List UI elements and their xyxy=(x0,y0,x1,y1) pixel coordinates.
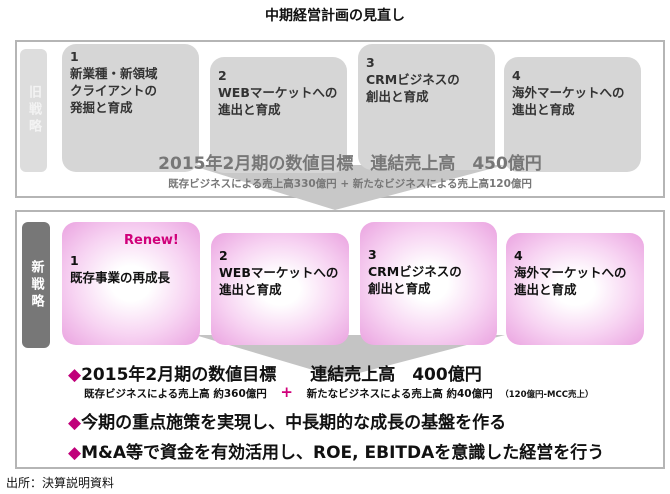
card-number: 3 xyxy=(368,247,377,262)
card-text: CRMビジネスの 創出と育成 xyxy=(368,264,462,296)
new-bullet-2: ◆M&A等で資金を有効活用し、ROE, EBITDAを意識した経営を行う xyxy=(68,438,604,463)
card-text: 新業種・新領域 クライアントの 発掘と育成 xyxy=(70,66,158,115)
card-text: 既存事業の再成長 xyxy=(70,270,171,285)
card-number: 4 xyxy=(514,248,523,263)
card-number: 2 xyxy=(218,68,227,83)
card-text: 海外マーケットへの 進出と育成 xyxy=(512,85,625,117)
plus-sign: + xyxy=(280,383,293,401)
new-target: ◆2015年2月期の数値目標 連結売上高 400億円 xyxy=(68,360,482,385)
card-text: CRMビジネスの 創出と育成 xyxy=(366,72,460,104)
existing-revenue: 既存ビジネスによる売上高 約360億円 xyxy=(84,388,267,400)
bullet-text: 今期の重点施策を実現し、中長期的な成長の基盤を作る xyxy=(81,413,507,433)
new-target-text: 2015年2月期の数値目標 連結売上高 400億円 xyxy=(81,365,482,385)
new-card-4: 4 海外マーケットへの 進出と育成 xyxy=(506,233,644,345)
old-card-4: 4 海外マーケットへの 進出と育成 xyxy=(504,57,641,172)
card-text: WEBマーケットへの 進出と育成 xyxy=(218,85,338,117)
card-number: 3 xyxy=(366,55,375,70)
diamond-bullet-icon: ◆ xyxy=(68,443,82,463)
card-number: 2 xyxy=(219,248,228,263)
old-card-1: 1 新業種・新領域 クライアントの 発掘と育成 xyxy=(62,44,199,172)
card-number: 4 xyxy=(512,68,521,83)
old-breakdown: 既存ビジネスによる売上高330億円 + 新たなビジネスによる売上高120億円 xyxy=(168,178,532,190)
bullet-text: M&A等で資金を有効活用し、ROE, EBITDAを意識した経営を行う xyxy=(81,443,605,463)
page-title: 中期経営計画の見直し xyxy=(265,8,405,24)
card-number: 1 xyxy=(70,253,79,268)
new-card-1: Renew! 1 既存事業の再成長 xyxy=(62,222,200,345)
card-text: WEBマーケットへの 進出と育成 xyxy=(219,265,339,297)
new-revenue: 新たなビジネスによる売上高 約40億円 xyxy=(306,388,493,400)
new-strategy-label: 新戦略 xyxy=(22,222,50,348)
renew-label: Renew! xyxy=(124,233,179,248)
breakdown-note: （120億円-MCC売上） xyxy=(500,390,594,400)
card-number: 1 xyxy=(70,49,79,64)
source-note: 出所：決算説明資料 xyxy=(6,476,115,490)
new-bullet-1: ◆今期の重点施策を実現し、中長期的な成長の基盤を作る xyxy=(68,408,506,433)
diamond-bullet-icon: ◆ xyxy=(68,413,82,433)
card-text: 海外マーケットへの 進出と育成 xyxy=(514,265,627,297)
old-strategy-label: 旧戦略 xyxy=(20,49,47,172)
old-target: 2015年2月期の数値目標 連結売上高 450億円 xyxy=(158,154,542,174)
diamond-bullet-icon: ◆ xyxy=(68,365,82,385)
new-breakdown: 既存ビジネスによる売上高 約360億円 + 新たなビジネスによる売上高 約40億… xyxy=(84,383,593,401)
